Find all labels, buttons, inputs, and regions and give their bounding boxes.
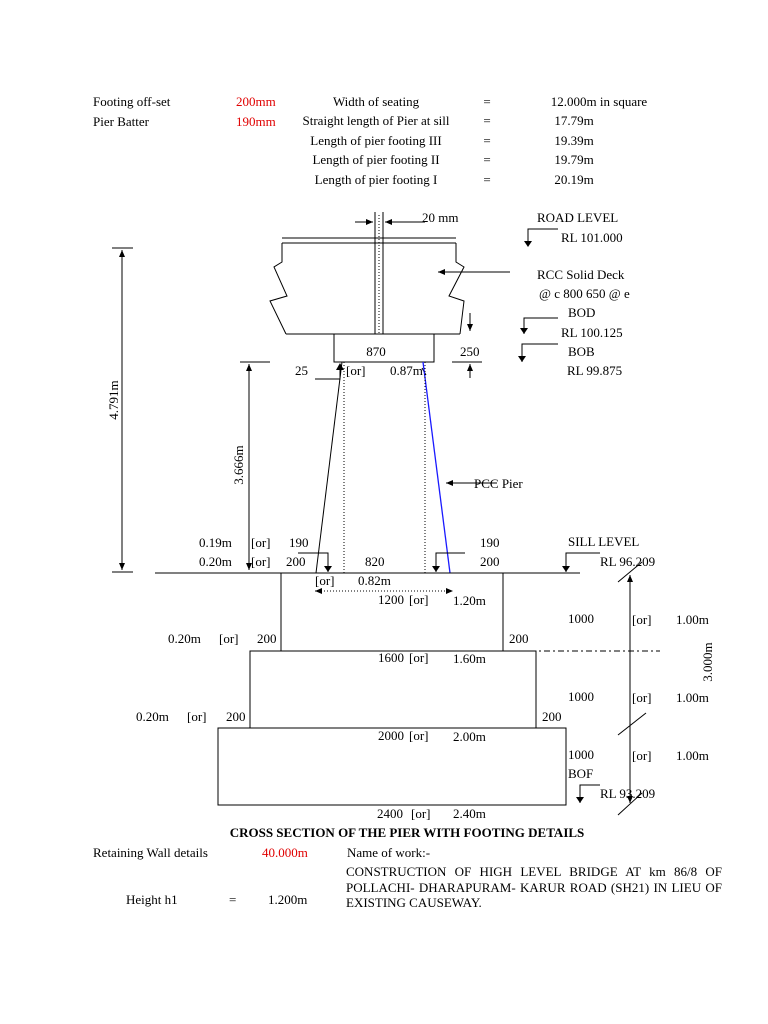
- header-table: Footing off-set 200mm Pier Batter 190mm …: [93, 94, 647, 187]
- top-or: [or]: [346, 363, 366, 378]
- batter-or: [or]: [251, 535, 271, 550]
- bob-label: BOB: [568, 344, 595, 359]
- row-eq: =: [483, 113, 490, 128]
- f1-offset-m: 0.20m: [136, 709, 169, 724]
- footing-offset-value: 200mm: [236, 94, 276, 109]
- height-h1-value: 1.200m: [268, 892, 307, 907]
- batter-left: 190: [289, 535, 309, 550]
- row-value: 19.79m: [554, 152, 593, 167]
- road-level-marker: [527, 228, 558, 246]
- batter-m: 0.19m: [199, 535, 232, 550]
- top-left-offset: 25: [295, 363, 308, 378]
- f3-width-m: 1.20m: [453, 593, 486, 608]
- f2-height-m: 1.00m: [676, 690, 709, 705]
- pier-body: [315, 361, 451, 574]
- pier-height-label: 3.666m: [231, 445, 246, 484]
- row-value: 17.79m: [554, 113, 593, 128]
- road-level-label: ROAD LEVEL: [537, 210, 618, 225]
- row-value: 19.39m: [554, 133, 593, 148]
- offset-left: 200: [286, 554, 306, 569]
- f2-offset-or: [or]: [219, 631, 239, 646]
- f1-height-or: [or]: [632, 748, 652, 763]
- rl-sill: RL 96.209: [600, 554, 655, 569]
- bof-label: BOF: [568, 766, 593, 781]
- f3-height-m: 1.00m: [676, 612, 709, 627]
- f1-offset-right: 200: [542, 709, 562, 724]
- f1-width-m: 2.00m: [453, 729, 486, 744]
- rl-bof: RL 93.209: [600, 786, 655, 801]
- footing-total-height: 3.000m: [700, 642, 715, 681]
- f2-height-mm: 1000: [568, 689, 594, 704]
- row-value: 12.000m in square: [551, 94, 648, 109]
- name-of-work-text: CONSTRUCTION OF HIGH LEVEL BRIDGE AT km …: [346, 864, 722, 910]
- f1-offset-or: [or]: [187, 709, 207, 724]
- total-height-label: 4.791m: [106, 380, 121, 419]
- offset-right: 200: [480, 554, 500, 569]
- f3-height-mm: 1000: [568, 611, 594, 626]
- pier-batter-label: Pier Batter: [93, 114, 150, 129]
- drawing-caption: CROSS SECTION OF THE PIER WITH FOOTING D…: [230, 825, 585, 840]
- rl-bod: RL 100.125: [561, 325, 623, 340]
- cap-offset: 250: [460, 344, 480, 359]
- row-eq: =: [483, 94, 490, 109]
- rl-bob: RL 99.875: [567, 363, 622, 378]
- bottom-width-mm: 2400: [377, 806, 403, 821]
- f1-width-mm: 2000: [378, 728, 404, 743]
- row-eq: =: [483, 172, 490, 187]
- joint-label: 20 mm: [422, 210, 458, 225]
- base-or: [or]: [315, 573, 335, 588]
- f2-width-mm: 1600: [378, 650, 404, 665]
- cap-width: 870: [366, 344, 386, 359]
- f3-width-mm: 1200: [378, 592, 404, 607]
- deck-label: RCC Solid Deck: [537, 267, 625, 282]
- f1-offset-left: 200: [226, 709, 246, 724]
- bottom-or: [or]: [411, 806, 431, 821]
- f3-or: [or]: [409, 592, 429, 607]
- f2-offset-left: 200: [257, 631, 277, 646]
- f1-or: [or]: [409, 728, 429, 743]
- offset-m: 0.20m: [199, 554, 232, 569]
- deck: [269, 212, 465, 335]
- row-eq: =: [483, 152, 490, 167]
- bod-marker: [523, 317, 558, 334]
- offset-or: [or]: [251, 554, 271, 569]
- f2-offset-m: 0.20m: [168, 631, 201, 646]
- f3-height-or: [or]: [632, 612, 652, 627]
- f2-offset-right: 200: [509, 631, 529, 646]
- row-label: Length of pier footing III: [310, 133, 441, 148]
- row-label: Length of pier footing II: [312, 152, 439, 167]
- f1-height-mm: 1000: [568, 747, 594, 762]
- name-of-work-label: Name of work:-: [347, 845, 430, 860]
- row-label: Straight length of Pier at sill: [303, 113, 450, 128]
- row-label: Length of pier footing I: [315, 172, 438, 187]
- f2-height-or: [or]: [632, 690, 652, 705]
- batter-right: 190: [480, 535, 500, 550]
- base-width-mm: 820: [365, 554, 385, 569]
- pier-cap: [333, 333, 435, 363]
- bod-label: BOD: [568, 305, 595, 320]
- retaining-wall-value: 40.000m: [262, 845, 308, 860]
- f2-width-m: 1.60m: [453, 651, 486, 666]
- footing-offset-label: Footing off-set: [93, 94, 171, 109]
- row-label: Width of seating: [333, 94, 420, 109]
- base-width-m: 0.82m: [358, 573, 391, 588]
- f1-height-m: 1.00m: [676, 748, 709, 763]
- retaining-wall-label: Retaining Wall details: [93, 845, 208, 860]
- height-h1-label: Height h1: [126, 892, 178, 907]
- rl-road: RL 101.000: [561, 230, 623, 245]
- deck-thickness: @ c 800 650 @ e: [539, 286, 630, 301]
- footing-step-1: [217, 727, 567, 806]
- bottom-width-m: 2.40m: [453, 806, 486, 821]
- pcc-pier-label: PCC Pier: [474, 476, 523, 491]
- top-width: 0.87m: [390, 363, 423, 378]
- row-value: 20.19m: [554, 172, 593, 187]
- f2-or: [or]: [409, 650, 429, 665]
- sill-level-label: SILL LEVEL: [568, 534, 639, 549]
- height-h1-eq: =: [229, 892, 236, 907]
- pier-batter-value: 190mm: [236, 114, 276, 129]
- row-eq: =: [483, 133, 490, 148]
- bob-marker: [521, 343, 558, 362]
